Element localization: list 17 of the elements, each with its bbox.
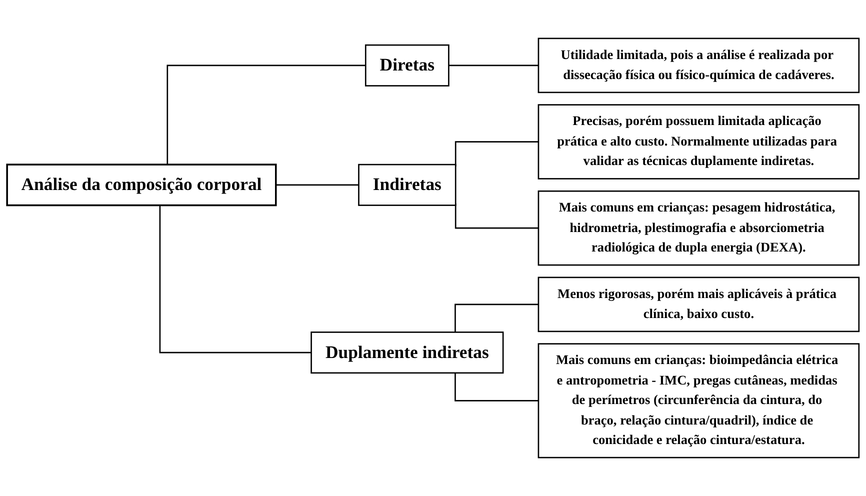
node-box: Precisas, porém possuem limitada aplicação prática e alto custo. Normalmente utilizadas para validar as técnicas duplamente indiretas. [538,104,860,180]
node-box: Mais comuns em crianças: bioimpedância elétrica e antropometria - IMC, pregas cutâneas, medidas de perímetros (circunferência da cintura, do braço, relação cintura/quadril), índice de conicidade e relação cintura/estatura. [538,343,860,458]
connector [275,184,359,186]
node-box: Utilidade limitada, pois a análise é realizada por dissecação física ou físico-química de cadáveres. [538,38,860,94]
connector [454,203,538,229]
connector [159,205,312,354]
node-box: Diretas [364,44,450,86]
node-box: Menos rigorosas, porém mais aplicáveis à prática clínica, baixo custo. [538,276,860,332]
node-box: Análise da composição corporal [6,164,277,206]
connector [448,64,538,66]
node-box: Mais comuns em crianças: pesagem hidrostática, hidrometria, plestimografia e absorciometria radiológica de dupla energia (DEXA). [538,190,860,266]
connector [454,372,538,402]
connector [454,304,538,332]
node-box: Indiretas [358,164,456,206]
connector [454,141,538,167]
connector [166,64,366,165]
node-box: Duplamente indiretas [310,332,504,374]
